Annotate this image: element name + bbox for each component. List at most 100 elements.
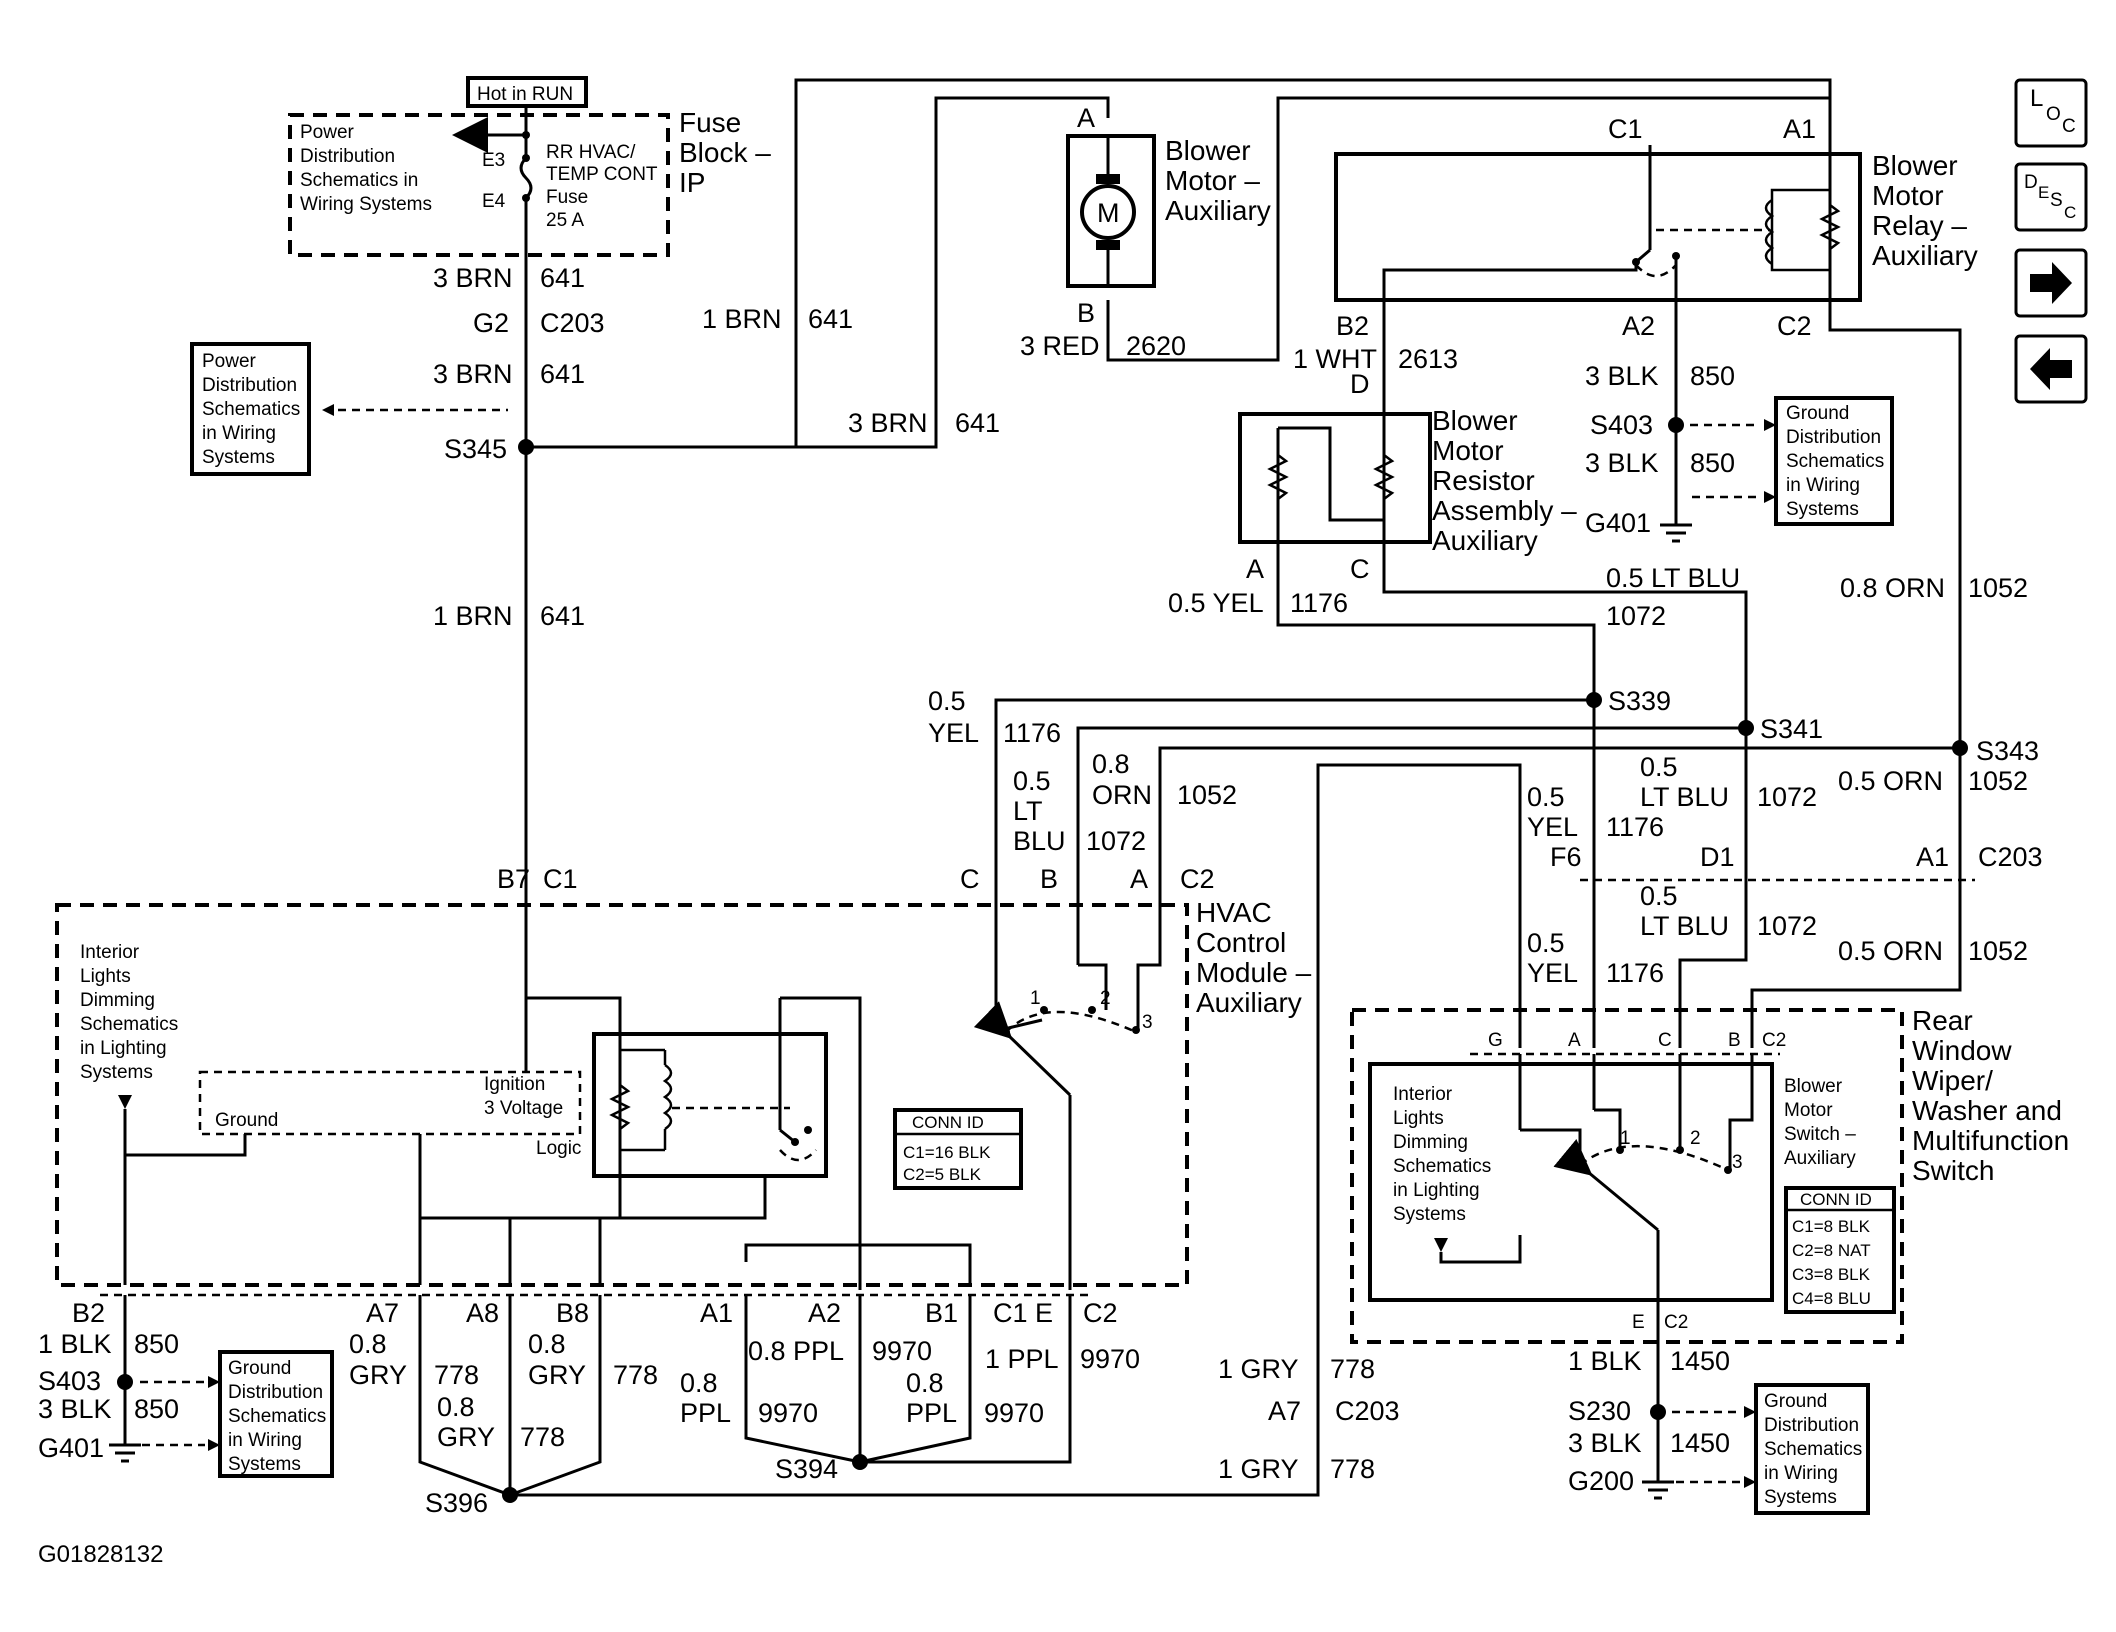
pin-c2: C2 [1777,311,1812,341]
splice-s394 [852,1454,868,1470]
pin-e3: E3 [482,150,505,171]
ref-text-2: Distribution [1786,427,1881,448]
circuit-number-2: 1072 [1086,826,1146,856]
fuse-symbol [519,156,533,200]
wire-color-6: LT BLU [1640,782,1729,812]
desc-button[interactable]: D E S C [2014,162,2088,232]
ref-text-5: Systems [202,447,275,468]
pin-c: C [1350,554,1370,584]
wire-color-9: 0.5 ORN [1838,936,1943,966]
ground-distribution-ref [218,1350,334,1478]
component-title-4: Auxiliary [1872,240,1978,271]
switch-pos-0: 0 [1572,1152,1583,1173]
pin-c1: C1 [1608,114,1643,144]
ref-text: Interior [1393,1084,1453,1105]
blower-motor-relay: C1 A1 Blower Motor Relay – Auxiliary B2 … [1293,114,2028,880]
wire-color-11: 1 GRY [1218,1454,1299,1484]
conn-id-row-2: C2=8 NAT [1792,1241,1871,1260]
conn-id-row: C1=16 BLK [903,1143,991,1162]
wire-size-7: 0.5 [1527,928,1565,958]
wire-color-7: 0.5 ORN [1838,766,1943,796]
wire-size-5: 0.8 [906,1368,944,1398]
ground-text: Ground [215,1110,278,1131]
wire-color-7: PPL [680,1398,731,1428]
circuit-number-7: 1176 [1606,958,1664,988]
switch-pos-1: 1 [1030,988,1041,1009]
pin-b: B [1040,864,1058,894]
wire-color: 0.5 YEL [1168,588,1264,618]
circuit-number-2: 850 [1690,361,1735,391]
wire-color-8: PPL [906,1398,957,1428]
wire-color: 1 BLK [38,1329,112,1359]
loc-button[interactable]: L O C [2014,78,2088,148]
hvac-bottom-wiring: B2 1 BLK 850 S403 3 BLK 850 G401 Ground … [38,763,1522,1518]
desc-glyph: D [2024,172,2038,193]
pin-a7: A7 [366,1298,399,1328]
wire-size: 0.8 [349,1329,387,1359]
ref-text-3: Dimming [1393,1132,1468,1153]
circuit-number: 1450 [1670,1346,1730,1376]
switch-title-2: Motor [1784,1100,1833,1121]
connector-c2-2: C2 [1664,1312,1688,1333]
switch-title-4: Auxiliary [1784,1148,1856,1169]
ground-label: G401 [1585,508,1651,538]
wire-color-6: 0.8 PPL [748,1336,844,1366]
back-arrow-button[interactable] [2014,334,2088,404]
wire-size-2: 0.8 [437,1392,475,1422]
pin-b: B [1077,298,1095,328]
wire-color-4: 0.8 ORN [1840,573,1945,603]
connector-c1: C1 [543,864,578,894]
pin-a7-2: A7 [1268,1396,1301,1426]
fuse-block-title-2: Block – [679,137,771,168]
circuit-number-11: 778 [1330,1454,1375,1484]
arrow-left-icon [2030,348,2072,390]
circuit-number-6: 1072 [1757,911,1817,941]
component-title-2: Motor [1432,435,1504,466]
component-title-3: Auxiliary [1165,195,1271,226]
ref-text-9: Schematics [1764,1439,1862,1460]
fuse-block: Hot in RUN Fuse Block – IP Power Distrib… [288,76,771,278]
pin-a: A [1130,864,1148,894]
ref-text-2: Distribution [228,1382,323,1403]
circuit-number-4: 778 [520,1422,565,1452]
ground-icon [1642,1480,1674,1500]
pin-b1: B1 [925,1298,958,1328]
conn-id-row-3: C3=8 BLK [1792,1265,1871,1284]
ref-text-6: Systems [80,1062,153,1083]
pin-a: A [1246,554,1264,584]
ref-text: Power [202,351,257,372]
pin-d1: D1 [1700,842,1735,872]
ignition-text: Ignition [484,1074,545,1095]
splices: S339 S341 S343 0.5 YEL 1176 0.5 LT BLU 1… [928,686,2043,1048]
fuse-name-3: Fuse [546,187,588,208]
switch-title: Blower [1784,1076,1843,1097]
circuit-number-6: 9970 [872,1336,932,1366]
switch-pos-3: 3 [1142,1012,1153,1033]
pin-a2: A2 [808,1298,841,1328]
splice-label-2: S341 [1760,714,1823,744]
wire-color-9: 1 PPL [985,1344,1059,1374]
splice-label: S403 [1590,410,1653,440]
wire-color-3: 3 BLK [1585,448,1659,478]
conn-id-row-2: C2=5 BLK [903,1165,982,1184]
component-title-3: Resistor [1432,465,1535,496]
ref-text-3: Schematics [228,1406,326,1427]
desc-glyph-2: E [2038,183,2049,202]
splice-s403 [1668,417,1684,433]
ref-text: Ground [1786,403,1849,424]
wire-color: YEL [928,718,979,748]
rear-conn-id [1784,1186,1896,1314]
next-arrow-button[interactable] [2014,248,2088,318]
fuse-rating: 25 A [546,210,584,231]
pin-g: G [1488,1030,1503,1051]
figure-id: G01828132 [38,1541,163,1568]
ignition-text-2: 3 Voltage [484,1098,563,1119]
logic-block [198,1070,582,1136]
wire-size-4: 0.8 [680,1368,718,1398]
wire-color: 1 WHT [1293,344,1377,374]
wire-color-10: YEL [1527,958,1578,988]
splice-label: S403 [38,1366,101,1396]
connector-c2: C2 [1762,1030,1786,1051]
wire-color-4: 1 BRN [702,304,782,334]
